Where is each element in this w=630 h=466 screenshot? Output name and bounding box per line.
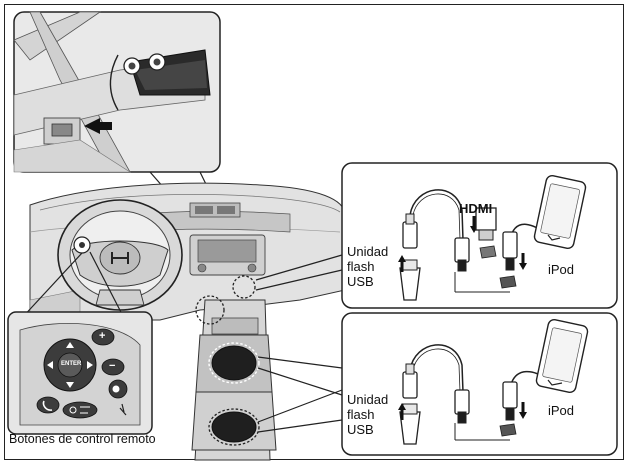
label-ipod-top: iPod: [548, 262, 575, 277]
car-logo-icon: [111, 252, 129, 264]
label-usb-bottom-line3: USB: [347, 422, 374, 437]
panel-bottom-right: [341, 312, 618, 456]
panel-top-right: [341, 162, 618, 309]
arrow-icon: [84, 118, 112, 134]
label-usb-bottom-line1: Unidad: [347, 392, 389, 407]
label-remote-enter: ENTER: [61, 361, 82, 367]
inset-glovebox: [13, 11, 221, 173]
arrow-icon: [519, 402, 527, 419]
arrow-icon: [519, 253, 527, 270]
label-usb-top-line3: USB: [347, 274, 374, 289]
label-usb-bottom-line2: flash: [347, 407, 375, 422]
label-ipod-bottom: iPod: [548, 403, 575, 418]
label-remote-caption: Botones de control remoto: [9, 432, 156, 446]
label-usb-top-line2: flash: [347, 259, 375, 274]
steering-wheel: [57, 199, 183, 311]
label-usb-top-line1: Unidad: [347, 244, 389, 259]
label-hdmi: HDMI: [459, 201, 493, 216]
arrow-icon: [398, 255, 406, 272]
label-remote-plus: +: [99, 330, 106, 342]
label-remote-minus: −: [109, 360, 116, 372]
center-console: [191, 275, 277, 461]
arrow-icon: [398, 403, 406, 420]
inset-remote-buttons: [7, 311, 153, 435]
